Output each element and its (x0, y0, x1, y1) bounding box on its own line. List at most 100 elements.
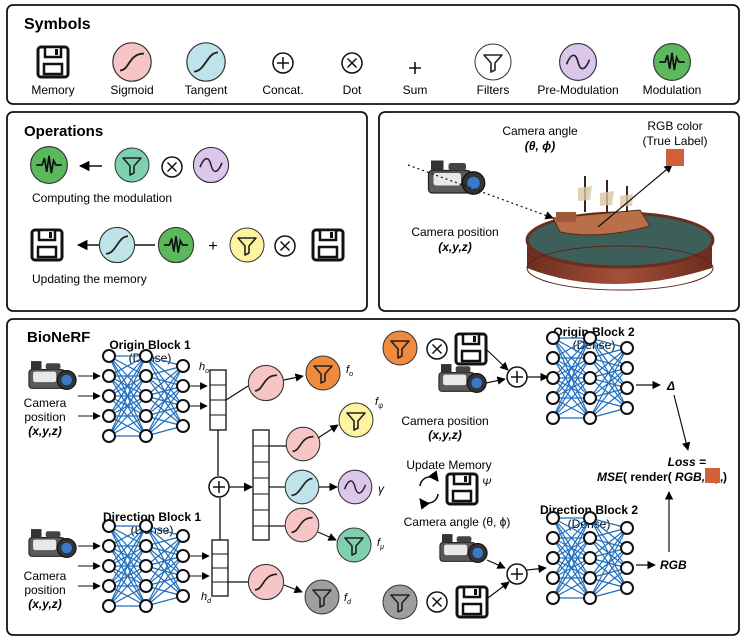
h-d-vector (211, 539, 229, 597)
filter-direction-bottom-icon (382, 584, 418, 620)
concat-symbol: Concat. (262, 52, 304, 97)
sum-op-icon: + (208, 238, 217, 255)
direction-camera-vars: (x,y,z) (28, 597, 62, 611)
neuron (102, 429, 116, 443)
memory-symbol: Memory (31, 45, 75, 97)
h-d-label: hd (201, 591, 212, 605)
mid-camera-angle-label: Camera angle (θ, ϕ) (404, 515, 511, 529)
true-label-arrow (597, 164, 673, 228)
funnel-icon (474, 43, 512, 81)
origin-block1-network (102, 349, 190, 443)
neuron (620, 541, 634, 555)
memory-op-icon (311, 228, 345, 262)
loss-label: Loss = (668, 455, 706, 469)
direction-block1-label: Direction Block 1 (103, 510, 201, 524)
neuron (139, 369, 153, 383)
filter-yellow-icon (229, 227, 265, 263)
scene-rgb-label: RGB color (647, 119, 702, 133)
sigmoid-label: Sigmoid (110, 83, 153, 97)
scene-panel: Camera angle (θ, ϕ) RGB color (True Labe… (378, 111, 740, 312)
update-memory-icon (445, 472, 479, 506)
neuron (620, 521, 634, 535)
origin-camera-vars: (x,y,z) (28, 424, 62, 438)
neuron (139, 349, 153, 363)
neuron (102, 349, 116, 363)
scene-camera-position-label: Camera position (411, 225, 498, 239)
neuron (583, 591, 597, 605)
f-psi-label: fψ (375, 396, 383, 410)
filter-direction-icon (304, 579, 340, 615)
neuron (102, 409, 116, 423)
refresh-icon (419, 470, 439, 510)
bionerf-title: BioNeRF (27, 329, 90, 346)
scene-camera-position-vars: (x,y,z) (438, 240, 472, 254)
symbols-title: Symbols (24, 16, 91, 33)
neuron (546, 371, 560, 385)
neuron (139, 599, 153, 613)
neuron (546, 511, 560, 525)
neuron (620, 561, 634, 575)
circled-plus-icon (272, 52, 294, 74)
neuron (176, 359, 190, 373)
neuron (176, 399, 190, 413)
dot-op2-icon (274, 235, 296, 257)
neuron (620, 341, 634, 355)
premodulation-op-icon (192, 146, 230, 184)
neuron (620, 581, 634, 595)
neuron (546, 391, 560, 405)
neuron (102, 369, 116, 383)
symbols-panel: Symbols Memory Sigmoid Tangent Concat. D… (6, 4, 740, 105)
origin-block2-network (546, 331, 634, 425)
dense-networks (102, 331, 634, 613)
neuron (583, 551, 597, 565)
loss-formula: MSE( render( RGB, Δ), (597, 470, 724, 484)
update-memory-label: Update Memory (406, 458, 491, 472)
neuron (102, 559, 116, 573)
scene-camera-angle-label: Camera angle (502, 124, 578, 138)
neuron (546, 351, 560, 365)
concat-label: Concat. (262, 83, 303, 97)
operations-title: Operations (24, 123, 103, 140)
memory-bottom-icon (455, 585, 489, 619)
neuron (583, 371, 597, 385)
operations-panel: Operations Computing the modulation + Up… (6, 111, 368, 312)
concat-node-icon (208, 476, 230, 498)
neuron (546, 411, 560, 425)
sum-top-icon (506, 366, 528, 388)
neuron (139, 579, 153, 593)
direction-block2-label: Direction Block 2 (540, 503, 638, 517)
direction-sigmoid-icon (247, 563, 285, 601)
neuron (583, 571, 597, 585)
neuron (546, 331, 560, 345)
neuron (176, 529, 190, 543)
modulation-label: Modulation (643, 83, 702, 97)
psi-sigmoid-icon (285, 426, 321, 462)
neuron (546, 551, 560, 565)
mu-sigmoid-icon (284, 507, 320, 543)
rgb-output: RGB (660, 558, 687, 572)
filters-symbol: Filters (474, 43, 512, 97)
filter-mu-icon (336, 527, 372, 563)
filter-origin-top-icon (382, 330, 418, 366)
ray-arrow (407, 164, 554, 220)
bionerf-panel: BioNeRF Camera position (x,y,z) Camera p… (6, 318, 740, 636)
tangent-op-icon (98, 226, 136, 264)
sum-label: Sum (403, 83, 428, 97)
neuron (583, 531, 597, 545)
memory-top-icon (454, 332, 488, 366)
neuron (620, 361, 634, 375)
neuron (139, 389, 153, 403)
gamma-premod-icon (337, 469, 373, 505)
memory-label: Memory (31, 83, 74, 97)
direction-block2-network (546, 511, 634, 605)
premodulation-symbol: Pre-Modulation (537, 42, 619, 97)
gamma-label: γ (378, 482, 385, 496)
neuron (102, 519, 116, 533)
dot-symbol: Dot (341, 52, 363, 97)
f-d-label: fd (344, 592, 352, 606)
dot-label: Dot (343, 83, 362, 97)
f-mu-label: fμ (377, 537, 384, 551)
h-o-vector (209, 369, 227, 431)
neuron (546, 591, 560, 605)
loss-close-paren: ) (723, 470, 727, 484)
